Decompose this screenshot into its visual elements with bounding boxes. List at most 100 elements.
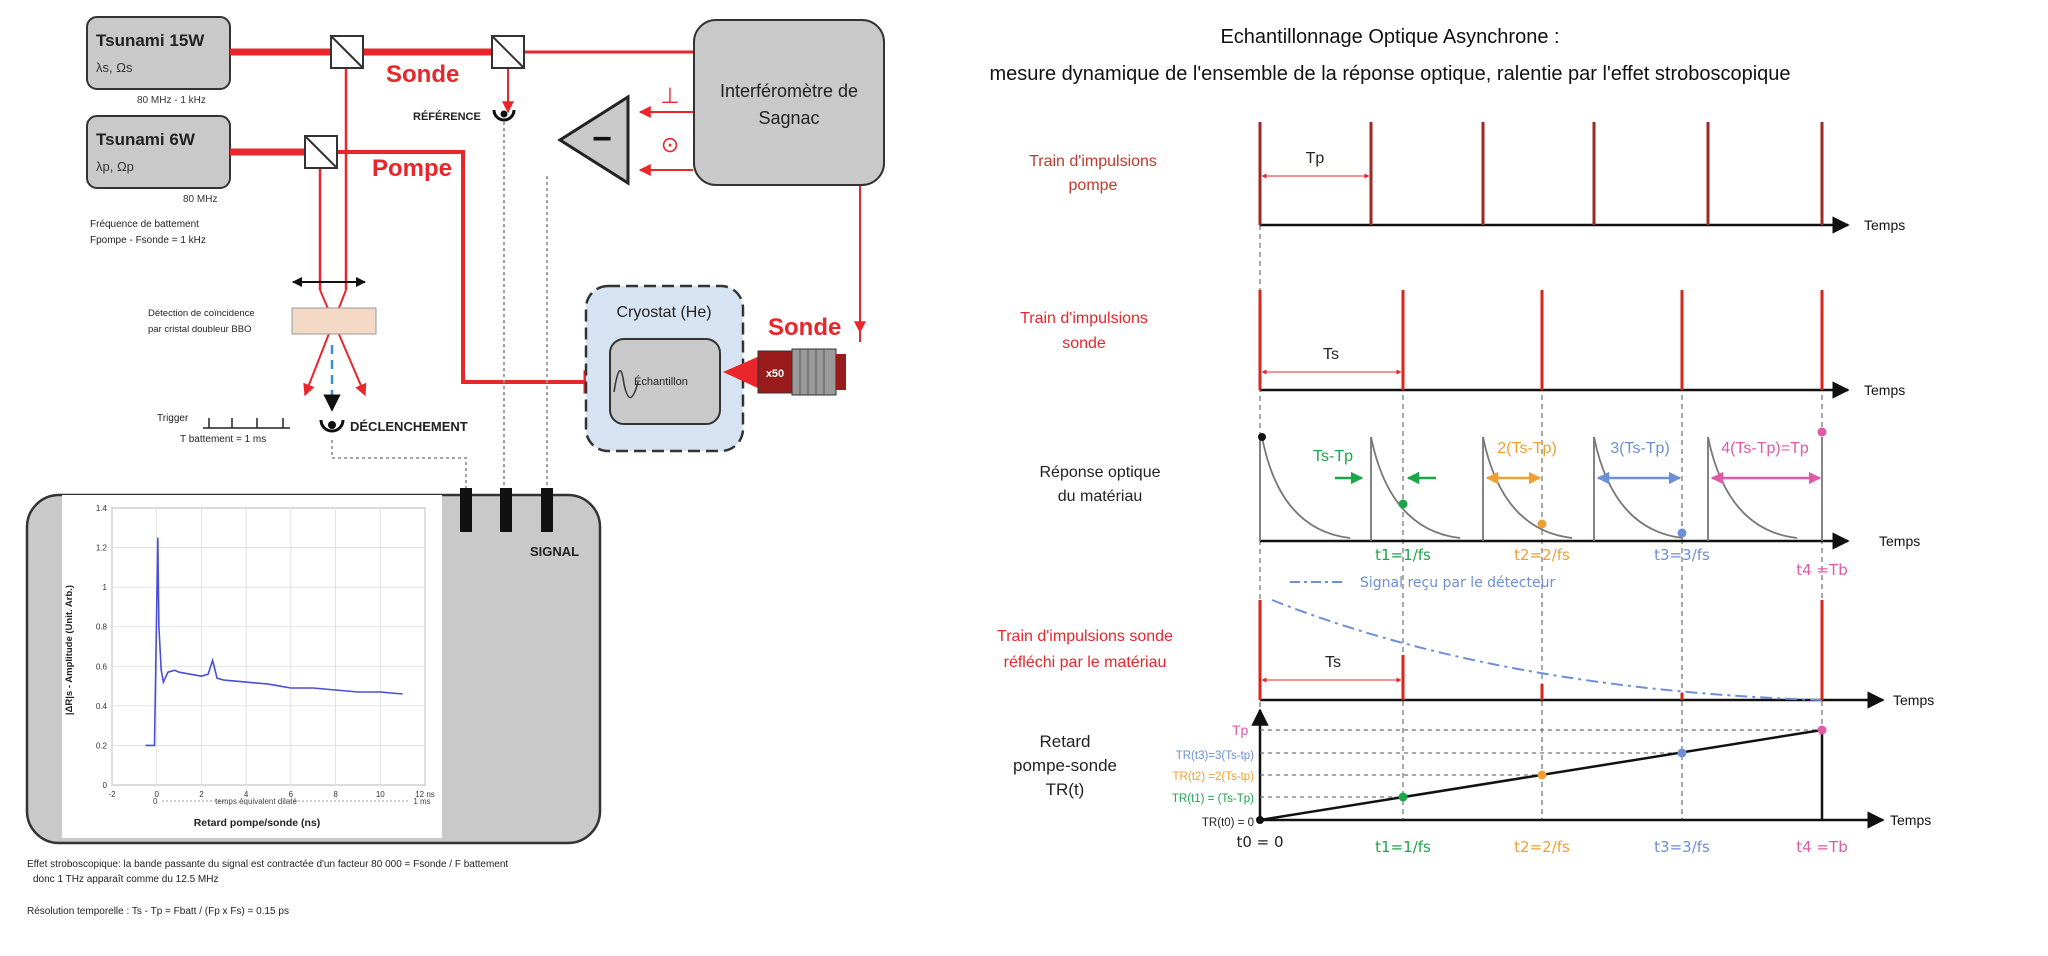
plot-ytick-label: 1.2: [96, 544, 108, 553]
row3-label-1: Réponse optique: [1040, 464, 1161, 481]
reflected-pulses: [1258, 600, 1824, 700]
delay-point-t0: [1256, 816, 1264, 824]
sample-label: Échantillon: [634, 375, 688, 388]
battement-line2: Fpompe - Fsonde = 1 kHz: [90, 235, 206, 246]
axis-label-temps: Temps: [1864, 382, 1905, 398]
coincidence-line2: par cristal doubleur BBO: [148, 324, 252, 335]
laser-6w-freq: 80 MHz: [183, 194, 217, 205]
differential-amplifier-icon: [557, 94, 630, 186]
row2-label-1: Train d'impulsions: [1020, 310, 1148, 327]
axis-label-temps: Temps: [1864, 217, 1905, 233]
plot-ylabel: |ΔR|s - Amplitude (Unit. Arb.): [64, 585, 75, 715]
interferometer-line2: Sagnac: [758, 108, 819, 128]
detector-signal-label: Signal reçu par le détecteur: [1360, 575, 1555, 591]
laser-15w-box: [86, 16, 231, 90]
signal-label: SIGNAL: [530, 544, 579, 559]
timing-diagram-panel: Echantillonnage Optique Asynchrone : mes…: [989, 26, 1934, 856]
plot-xtick-label: 10: [376, 790, 385, 799]
beam-splitter-icon: [304, 35, 525, 169]
t4-label: t4 =Tb: [1796, 561, 1847, 579]
ts-period-label: Ts: [1323, 346, 1339, 363]
plot-frame: [111, 507, 426, 786]
parallel-polarization: ⊙: [661, 132, 679, 157]
plot-series-line: [145, 537, 403, 747]
sonde-label-2: Sonde: [768, 314, 841, 341]
plot-xlabel: Retard pompe/sonde (ns): [194, 817, 321, 829]
axis-label-temps: Temps: [1893, 692, 1934, 708]
trigger-pulses-icon: [203, 418, 290, 429]
detector-icon: [500, 110, 508, 118]
t2-label-bottom: t2=2/fs: [1514, 838, 1570, 856]
axis-label-temps: Temps: [1879, 533, 1920, 549]
delay-point-t1: [1398, 792, 1408, 802]
delay-point-t2: [1537, 770, 1547, 780]
laser-6w-sub: λp, Ωp: [96, 159, 134, 174]
tr3-label: TR(t3)=3(Ts-tp): [1176, 750, 1254, 762]
pompe-label: Pompe: [372, 155, 452, 182]
input-connector: [460, 488, 472, 532]
plot-xtick-label: 2: [199, 790, 204, 799]
t3-label-bottom: t3=3/fs: [1654, 838, 1710, 856]
declenchement-detector-icon: [319, 419, 345, 433]
plot-ytick-label: 1: [103, 583, 108, 592]
plot-subaxis-right: 1 ms: [413, 797, 430, 806]
t3-label: t3=3/fs: [1654, 546, 1710, 564]
sample-wave-icon: [613, 370, 639, 399]
laser-15w-name: Tsunami 15W: [96, 31, 205, 50]
objective-mag: x50: [766, 368, 784, 380]
plot-xtick-label: 12 ns: [415, 790, 435, 799]
row1-label-1: Train d'impulsions: [1029, 153, 1157, 170]
input-connector: [500, 488, 512, 532]
row5-label-3: TR(t): [1046, 780, 1085, 799]
row3-label-2: du matériau: [1058, 488, 1143, 505]
plot-xtick-label: -2: [108, 790, 116, 799]
sample-point-t4: [1817, 427, 1827, 437]
focus-cone: [723, 355, 762, 390]
row5-label-1: Retard: [1039, 732, 1090, 751]
reference-label: RÉFÉRENCE: [413, 110, 481, 123]
plot-ytick-label: 0.6: [96, 662, 108, 671]
objective-barrel-icon: [791, 348, 846, 396]
t0-label: t0 = 0: [1236, 833, 1283, 851]
delay-guides: [1260, 729, 1822, 798]
row5-label-2: pompe-sonde: [1013, 756, 1117, 775]
declenchement-detector-icon: [328, 421, 336, 429]
note-resolution: Résolution temporelle : Ts - Tp = Fbatt …: [27, 906, 289, 917]
plot-subaxis-left: 0: [153, 797, 158, 806]
laser-6w-box: [86, 115, 231, 189]
probe-pulses: [1258, 290, 1824, 390]
plot-xtick-label: 0: [154, 790, 159, 799]
declenchement-label: DÉCLENCHEMENT: [350, 419, 468, 434]
plot-ytick-label: 0.8: [96, 623, 108, 632]
sample-point-t1: [1398, 499, 1408, 509]
setup-panel: Tsunami 15W λs, Ωs 80 MHz - 1 kHz Tsunam…: [25, 16, 885, 917]
trigger-period: T battement = 1 ms: [180, 434, 266, 445]
plot-xtick-label: 4: [244, 790, 249, 799]
battement-line1: Fréquence de battement: [90, 219, 199, 230]
t1-label-bottom: t1=1/fs: [1375, 838, 1431, 856]
note-bandwidth: donc 1 THz apparaît comme du 12.5 MHz: [33, 874, 218, 885]
signal-cables: [331, 122, 548, 492]
diagram-title-1: Echantillonnage Optique Asynchrone :: [1220, 26, 1559, 48]
laser-beams: [230, 48, 866, 397]
trigger-label: Trigger: [157, 413, 189, 424]
sonde-label: Sonde: [386, 61, 459, 88]
diagram-title-2: mesure dynamique de l'ensemble de la rép…: [989, 63, 1790, 85]
axis-label-temps: Temps: [1890, 812, 1931, 828]
detector-icon: [492, 109, 516, 122]
row1-label-2: pompe: [1069, 177, 1118, 194]
laser-6w-name: Tsunami 6W: [96, 130, 196, 149]
coincidence-line1: Détection de coïncidence: [148, 308, 255, 319]
input-connector: [541, 488, 553, 532]
bbo-crystal: [291, 307, 377, 335]
sample-box: [609, 338, 721, 425]
tp-period-label: Tp: [1306, 150, 1325, 167]
plot-ytick-label: 0.2: [96, 741, 108, 750]
plot-ytick-label: 0: [103, 781, 108, 790]
tr1-label: TR(t1) = (Ts-Tp): [1172, 793, 1254, 805]
cryostat-title: Cryostat (He): [616, 304, 711, 321]
plot-xtick-label: 8: [333, 790, 338, 799]
perp-polarization: ⊥: [660, 83, 679, 108]
delta-label-3: 3(Ts-Tp): [1610, 440, 1670, 457]
